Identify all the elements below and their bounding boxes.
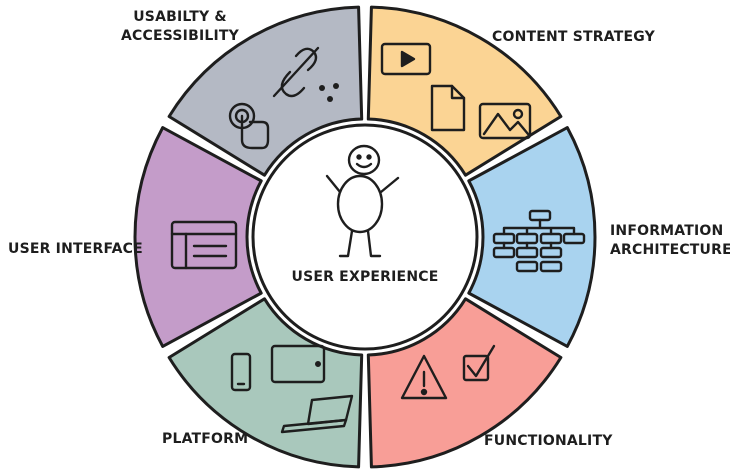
segment-label-user-interface: USER INTERFACE	[8, 240, 143, 259]
center-label-text: USER EXPERIENCE	[292, 269, 439, 285]
segment-label-usability: USABILTY & ACCESSIBILITY	[120, 8, 240, 46]
center-label: USER EXPERIENCE	[0, 268, 730, 287]
segment-label-platform: PLATFORM	[162, 430, 248, 449]
segment-label-information-architecture: INFORMATION ARCHITECTURE	[610, 222, 730, 260]
segment-label-functionality: FUNCTIONALITY	[484, 432, 613, 451]
segment-label-content-strategy: CONTENT STRATEGY	[492, 28, 655, 47]
center-circle	[253, 125, 477, 349]
